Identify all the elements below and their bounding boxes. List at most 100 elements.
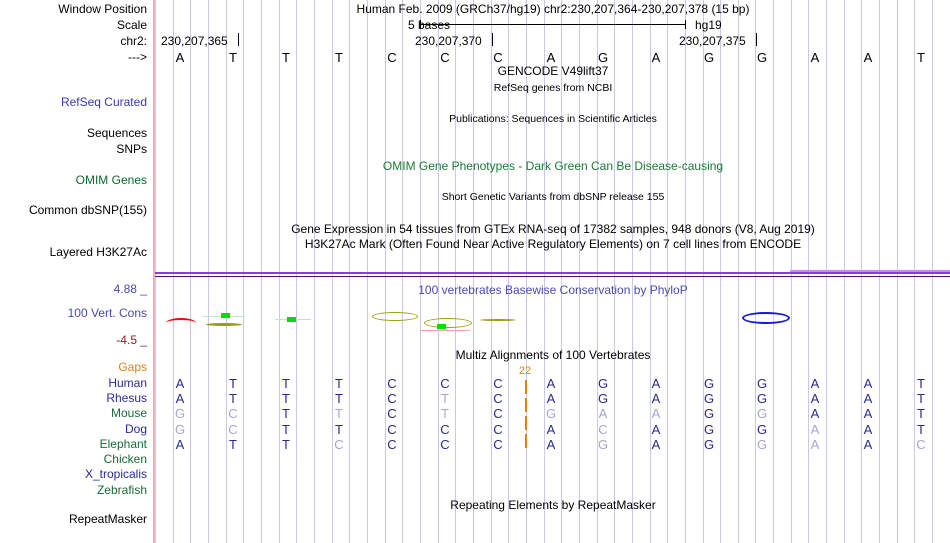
alignment-base: T: [917, 406, 925, 421]
alignment-base: A: [810, 391, 820, 406]
conservation-olive-bar: [480, 319, 516, 321]
alignment-base: T: [917, 391, 925, 406]
h3k27ac-baseline: [155, 272, 950, 274]
alignment-base: A: [598, 406, 608, 421]
alignment-base: C: [387, 406, 397, 421]
alignment-base: A: [651, 376, 661, 391]
track-label-100-vert-cons: 100 Vert. Cons: [67, 306, 147, 320]
reference-base: A: [863, 50, 873, 65]
gridline: [525, 0, 527, 543]
reference-base: A: [175, 50, 185, 65]
track-label-layered-h3k27ac: Layered H3K27Ac: [49, 245, 147, 259]
track-center-text-gencode: GENCODE V49lift37: [497, 64, 609, 78]
reference-base: A: [651, 50, 661, 65]
alignment-base: A: [863, 376, 873, 391]
gap-tick: [525, 398, 527, 412]
window-position-value: Human Feb. 2009 (GRCh37/hg19) chr2:230,2…: [356, 2, 750, 16]
gridline: [437, 0, 439, 543]
window-border-left-2: [153, 0, 155, 543]
alignment-base: A: [810, 422, 820, 437]
scale-value-label: 5 bases: [408, 18, 451, 32]
alignment-base: T: [335, 406, 343, 421]
gridline: [561, 0, 563, 543]
track-center-text-gtex-h3k27ac: H3K27Ac Mark (Often Found Near Active Re…: [304, 237, 802, 251]
alignment-base: G: [703, 391, 715, 406]
gridline: [649, 0, 651, 543]
track-label-omim-genes: OMIM Genes: [75, 173, 147, 187]
gridline: [419, 0, 421, 543]
alignment-base: A: [863, 391, 873, 406]
track-center-text-conservation: 100 vertebrates Basewise Conservation by…: [418, 283, 688, 297]
alignment-base: G: [756, 391, 768, 406]
coordinate-tick: [756, 33, 757, 46]
track-center-text-multiz: Multiz Alignments of 100 Vertebrates: [455, 348, 651, 362]
alignment-base: T: [229, 437, 237, 452]
alignment-base: A: [175, 437, 185, 452]
gridline: [313, 0, 315, 543]
alignment-base: C: [387, 376, 397, 391]
track-label-common-dbsnp-155: Common dbSNP(155): [28, 203, 147, 217]
alignment-base: T: [441, 406, 449, 421]
alignment-base: A: [546, 391, 556, 406]
alignment-base: C: [228, 406, 238, 421]
alignment-base: C: [440, 422, 450, 437]
reference-base: G: [703, 50, 715, 65]
track-label-human: Human: [108, 376, 147, 390]
alignment-base: A: [863, 437, 873, 452]
track-label-x-tropicalis: X_tropicalis: [84, 467, 147, 481]
reference-base: G: [597, 50, 609, 65]
gridline: [490, 0, 492, 543]
conservation-green-block: [437, 324, 446, 329]
alignment-base: C: [387, 391, 397, 406]
scale-bar-end-right: [685, 20, 686, 29]
alignment-base: G: [756, 376, 768, 391]
gridline: [384, 0, 386, 543]
conservation-green-block: [221, 313, 230, 318]
alignment-base: T: [335, 391, 343, 406]
alignment-base: A: [651, 437, 661, 452]
gridline: [331, 0, 333, 543]
alignment-base: G: [174, 406, 186, 421]
alignment-base: C: [440, 376, 450, 391]
track-label-scale: Scale: [116, 18, 147, 32]
alignment-base: G: [703, 437, 715, 452]
alignment-base: T: [282, 376, 290, 391]
alignment-base: T: [917, 422, 925, 437]
alignment-base: T: [335, 422, 343, 437]
conservation-olive-ellipse: [372, 312, 418, 321]
gridline: [631, 0, 633, 543]
track-center-text-repeatmasker: Repeating Elements by RepeatMasker: [450, 498, 656, 512]
gap-tick: [525, 380, 527, 394]
alignment-base: A: [810, 437, 820, 452]
alignment-base: G: [597, 376, 609, 391]
track-label-repeatmasker: RepeatMasker: [68, 512, 147, 526]
h3k27ac-dark-baseline: [155, 276, 950, 277]
gridline: [543, 0, 545, 543]
gap-count-label: 22: [518, 365, 532, 377]
alignment-base: T: [335, 376, 343, 391]
gridline: [278, 0, 280, 543]
alignment-base: A: [546, 376, 556, 391]
reference-base: A: [810, 50, 820, 65]
alignment-base: G: [597, 437, 609, 452]
track-data-panel: Human Feb. 2009 (GRCh37/hg19) chr2:230,2…: [155, 0, 950, 543]
track-label-4-5: -4.5 _: [116, 333, 147, 347]
gap-tick: [525, 434, 527, 448]
alignment-base: G: [756, 437, 768, 452]
alignment-base: A: [651, 391, 661, 406]
alignment-base: T: [282, 391, 290, 406]
coordinate-label: 230,207,370: [415, 34, 482, 48]
alignment-base: T: [229, 376, 237, 391]
gridline: [702, 0, 704, 543]
gridline: [402, 0, 404, 543]
gridline: [190, 0, 192, 543]
gridline: [172, 0, 174, 543]
gridline: [684, 0, 686, 543]
scale-bar-end-left: [420, 20, 421, 29]
reference-base: T: [229, 50, 237, 65]
gridline: [755, 0, 757, 543]
alignment-base: C: [916, 437, 926, 452]
track-label-rhesus: Rhesus: [106, 391, 147, 405]
track-label-4-88: 4.88 _: [113, 282, 147, 296]
gap-tick: [525, 416, 527, 430]
